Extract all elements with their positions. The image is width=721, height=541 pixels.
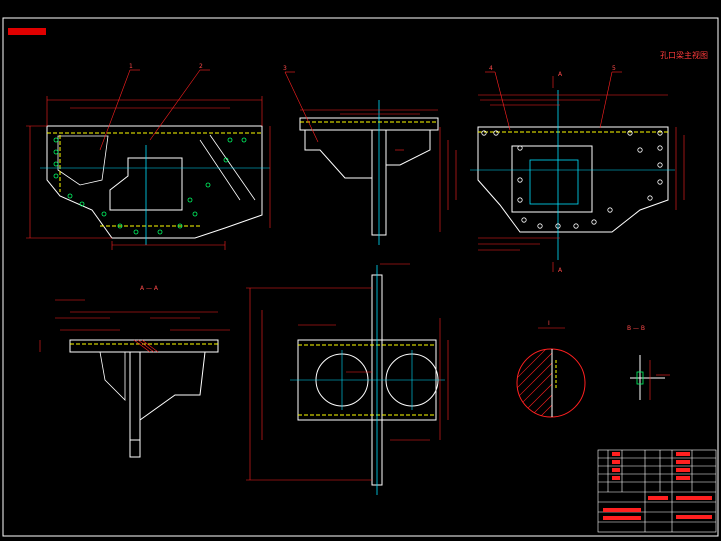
section-aa-view: [39, 299, 230, 458]
drawing-title: 孔口梁主视图: [660, 51, 708, 60]
detail-label-5: 5: [612, 65, 616, 72]
detail-label-3: 3: [283, 65, 287, 72]
drawing-tag: [8, 28, 46, 35]
detail-i-label: Ⅰ: [548, 320, 550, 327]
title-block: [597, 449, 717, 533]
front-view: [26, 69, 271, 250]
section-bb-label: B — B: [627, 325, 645, 332]
side-view: [284, 71, 439, 245]
section-bb-view: [630, 355, 670, 400]
title-block-fills: [603, 452, 712, 520]
detail-label-1: 1: [129, 63, 133, 70]
section-mark-a-top: A: [558, 71, 563, 78]
detail-i-view: [516, 348, 586, 418]
section-aa-label: A — A: [140, 285, 159, 292]
cross-section-view: [246, 263, 449, 495]
rear-view: [439, 71, 685, 272]
detail-label-4: 4: [489, 65, 493, 72]
detail-label-2: 2: [199, 63, 203, 70]
sheet-border: [2, 17, 719, 537]
section-mark-a-bottom: A: [558, 267, 563, 274]
